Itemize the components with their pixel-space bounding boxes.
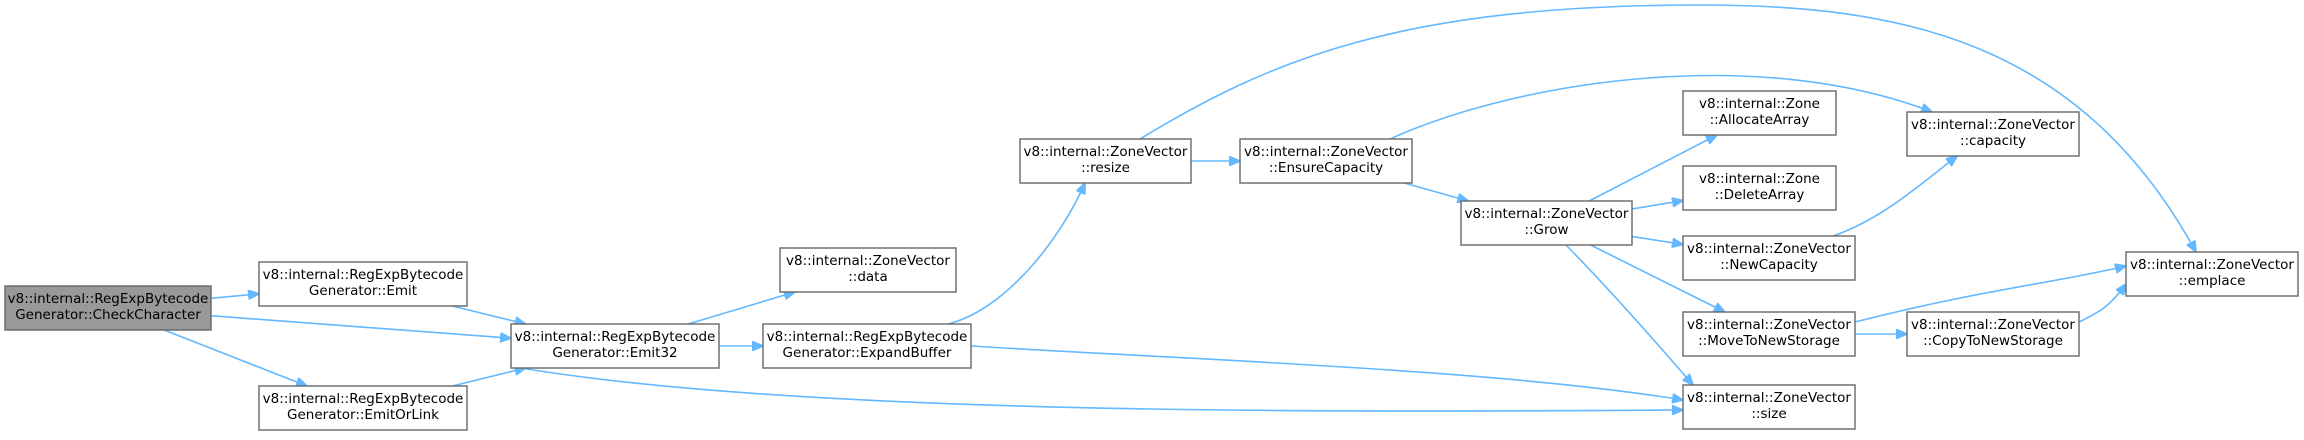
node-emplace[interactable]: v8::internal::ZoneVector::emplace	[2125, 251, 2299, 297]
edge-movetonewstorage-to-emplace	[1854, 266, 2126, 323]
node-label-line: ::resize	[1081, 160, 1130, 176]
edge-newcapacity-to-capacity	[1832, 156, 1957, 237]
node-box	[762, 323, 972, 369]
node-label-line: v8::internal::ZoneVector	[1244, 144, 1408, 160]
edge-checkcharacter-to-emit	[210, 294, 259, 299]
edge-expandbuffer-to-resize	[947, 183, 1085, 325]
node-label-line: ::CopyToNewStorage	[1923, 333, 2063, 349]
node-capacity[interactable]: v8::internal::ZoneVector::capacity	[1906, 111, 2080, 157]
edges-layer	[163, 4, 2196, 411]
node-box	[1239, 138, 1413, 184]
edge-resize-to-emplace	[1139, 4, 2196, 252]
node-box	[1682, 165, 1837, 211]
node-box	[1019, 138, 1192, 184]
edge-ensurecapacity-to-capacity	[1389, 74, 1932, 140]
node-label-line: v8::internal::Zone	[1699, 96, 1820, 112]
node-box	[1682, 90, 1837, 136]
node-label-line: v8::internal::RegExpBytecode	[263, 267, 464, 283]
node-box	[2125, 251, 2299, 297]
node-label-line: Generator::EmitOrLink	[287, 407, 439, 423]
edge-ensurecapacity-to-grow	[1404, 182, 1468, 201]
node-data[interactable]: v8::internal::ZoneVector::data	[779, 247, 957, 293]
node-grow[interactable]: v8::internal::ZoneVector::Grow	[1460, 200, 1633, 246]
node-label-line: ::size	[1751, 406, 1786, 422]
edge-grow-to-allocatearray	[1588, 135, 1717, 202]
node-label-line: v8::internal::ZoneVector	[2130, 257, 2294, 273]
node-label-line: ::capacity	[1960, 133, 2026, 149]
node-label-line: ::NewCapacity	[1720, 257, 1818, 273]
node-label-line: v8::internal::ZoneVector	[1687, 317, 1851, 333]
node-label-line: ::AllocateArray	[1710, 112, 1810, 128]
node-label-line: Generator::Emit32	[552, 345, 677, 361]
node-label-line: Generator::ExpandBuffer	[783, 345, 952, 361]
node-label-line: v8::internal::ZoneVector	[1911, 117, 2075, 133]
node-box	[1682, 384, 1856, 430]
node-box	[1460, 200, 1633, 246]
edge-emit32-to-size	[520, 367, 1683, 411]
node-label-line: v8::internal::ZoneVector	[1687, 390, 1851, 406]
edge-grow-to-newcapacity	[1631, 235, 1683, 244]
node-resize[interactable]: v8::internal::ZoneVector::resize	[1019, 138, 1192, 184]
node-label-line: v8::internal::ZoneVector	[1024, 144, 1188, 160]
node-label-line: ::data	[848, 269, 888, 285]
edge-emitorlink-to-emit32	[452, 368, 525, 387]
node-label-line: v8::internal::RegExpBytecode	[8, 291, 209, 307]
node-box	[1682, 235, 1856, 281]
node-copytonewstorage[interactable]: v8::internal::ZoneVector::CopyToNewStora…	[1906, 311, 2080, 357]
node-label-line: v8::internal::RegExpBytecode	[767, 329, 968, 345]
node-label-line: Generator::Emit	[309, 283, 417, 299]
node-label-line: Generator::CheckCharacter	[15, 307, 201, 323]
edge-copytonewstorage-to-emplace	[2078, 284, 2126, 323]
node-box	[1682, 311, 1856, 357]
node-box	[4, 285, 212, 331]
edge-emit-to-emit32	[452, 305, 525, 324]
node-label-line: v8::internal::ZoneVector	[786, 253, 950, 269]
node-box	[510, 323, 720, 369]
node-label-line: v8::internal::ZoneVector	[1911, 317, 2075, 333]
node-label-line: ::Grow	[1524, 222, 1568, 238]
node-allocatearray[interactable]: v8::internal::Zone::AllocateArray	[1682, 90, 1837, 136]
node-emitorlink[interactable]: v8::internal::RegExpBytecodeGenerator::E…	[258, 385, 468, 431]
node-label-line: v8::internal::RegExpBytecode	[515, 329, 716, 345]
nodes-layer: v8::internal::RegExpBytecodeGenerator::C…	[4, 90, 2299, 431]
node-box	[1906, 111, 2080, 157]
node-label-line: ::emplace	[2179, 273, 2246, 289]
edge-checkcharacter-to-emitorlink	[163, 329, 307, 386]
edge-grow-to-size	[1565, 244, 1693, 385]
node-newcapacity[interactable]: v8::internal::ZoneVector::NewCapacity	[1682, 235, 1856, 281]
node-box	[258, 385, 468, 431]
node-deletearray[interactable]: v8::internal::Zone::DeleteArray	[1682, 165, 1837, 211]
node-checkcharacter[interactable]: v8::internal::RegExpBytecodeGenerator::C…	[4, 285, 212, 331]
edge-grow-to-deletearray	[1631, 201, 1683, 210]
node-size[interactable]: v8::internal::ZoneVector::size	[1682, 384, 1856, 430]
edge-emit32-to-data	[688, 292, 795, 325]
edge-expandbuffer-to-size	[970, 345, 1683, 400]
node-label-line: v8::internal::Zone	[1699, 171, 1820, 187]
node-expandbuffer[interactable]: v8::internal::RegExpBytecodeGenerator::E…	[762, 323, 972, 369]
node-label-line: v8::internal::RegExpBytecode	[263, 391, 464, 407]
node-label-line: v8::internal::ZoneVector	[1687, 241, 1851, 257]
edge-grow-to-movetonewstorage	[1590, 244, 1725, 312]
node-label-line: ::MoveToNewStorage	[1698, 333, 1840, 349]
node-label-line: ::EnsureCapacity	[1269, 160, 1383, 176]
edge-checkcharacter-to-emit32	[210, 314, 511, 338]
node-emit[interactable]: v8::internal::RegExpBytecodeGenerator::E…	[258, 261, 468, 307]
node-box	[1906, 311, 2080, 357]
node-movetonewstorage[interactable]: v8::internal::ZoneVector::MoveToNewStora…	[1682, 311, 1856, 357]
node-label-line: ::DeleteArray	[1715, 187, 1805, 203]
node-label-line: v8::internal::ZoneVector	[1465, 206, 1629, 222]
node-box	[779, 247, 957, 293]
node-box	[258, 261, 468, 307]
node-ensurecapacity[interactable]: v8::internal::ZoneVector::EnsureCapacity	[1239, 138, 1413, 184]
node-emit32[interactable]: v8::internal::RegExpBytecodeGenerator::E…	[510, 323, 720, 369]
